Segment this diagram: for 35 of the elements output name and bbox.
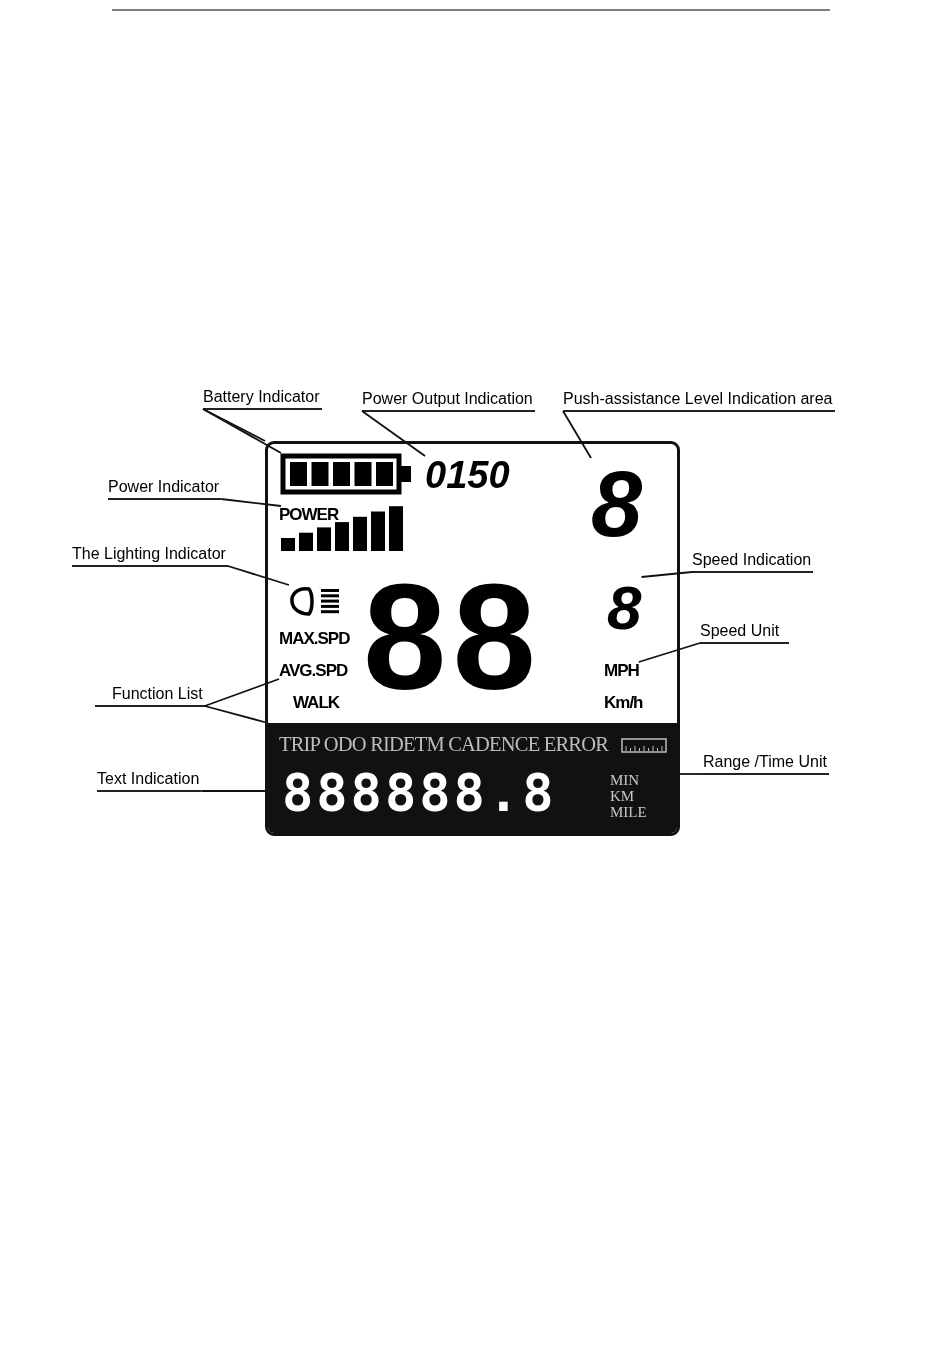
- callout-label: Speed Unit: [700, 622, 790, 644]
- leader-line: [202, 408, 266, 442]
- function-label: AVG.SPD: [279, 662, 348, 679]
- callout-label: Push-assistance Level Indication area: [563, 390, 835, 412]
- unit-label: Km/h: [604, 694, 643, 711]
- leader-line: [640, 571, 693, 578]
- lcd-display-panel: [265, 441, 680, 836]
- leader-line: [361, 410, 426, 457]
- callout-label: Power Output Indication: [362, 390, 535, 412]
- callout-label: Power Indicator: [108, 478, 222, 500]
- power-label: POWER: [279, 506, 339, 523]
- callout-label: Function List: [95, 685, 205, 707]
- battery-icon: [281, 453, 413, 495]
- leader-line: [203, 678, 280, 707]
- speed-digits: 88: [363, 562, 542, 712]
- unit-list: MIN KM MILE: [610, 772, 658, 820]
- callout-label: Battery Indicator: [203, 388, 322, 410]
- callout-label: Text Indication: [97, 770, 202, 792]
- leader-line: [203, 705, 269, 724]
- callout-label: Speed Indication: [692, 551, 814, 573]
- unit-label: MPH: [604, 662, 639, 679]
- callout-label: Range /Time Unit: [703, 753, 829, 775]
- function-label: MAX.SPD: [279, 630, 350, 647]
- function-list-text: TRIP ODO RIDETM CADENCE ERROR: [279, 734, 609, 755]
- leader-line: [227, 565, 290, 586]
- callout-label: The Lighting Indicator: [72, 545, 228, 567]
- leader-line: [220, 498, 282, 507]
- assist-level-digit: 8: [591, 458, 643, 550]
- lcd-text-band: [268, 723, 677, 833]
- speed-digit: 8: [607, 577, 642, 639]
- power-output-digits: 0150: [425, 456, 510, 494]
- leader-line: [637, 642, 701, 663]
- leader-line: [562, 410, 592, 459]
- function-label: WALK: [293, 694, 340, 711]
- text-digits: 888888.8: [282, 767, 557, 819]
